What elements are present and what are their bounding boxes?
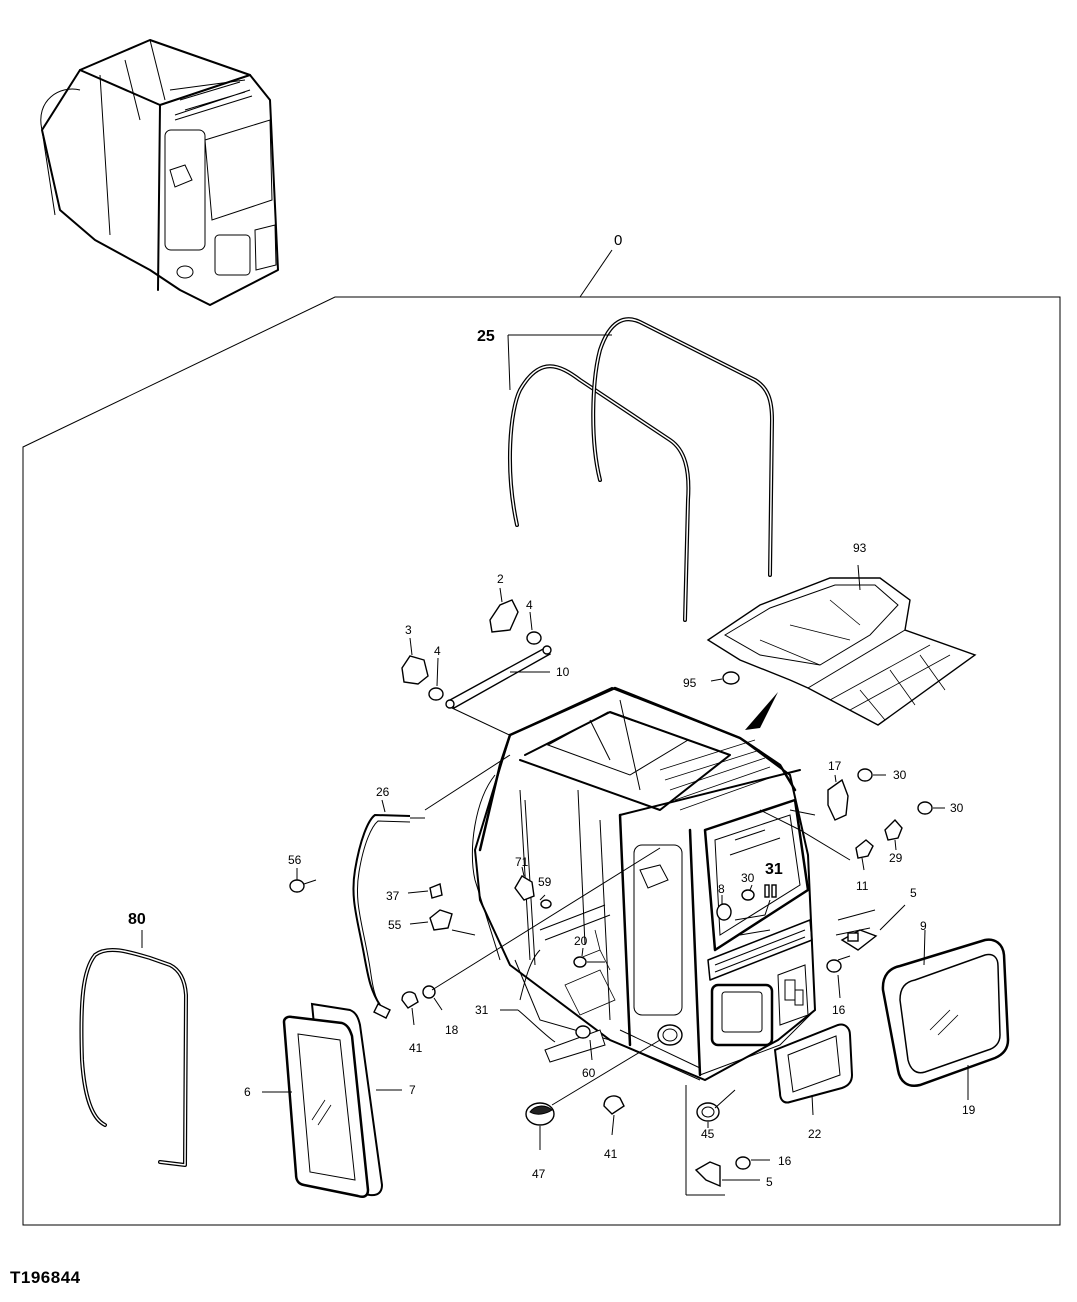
callout-4a: 4 [526, 598, 533, 612]
callout-16b: 16 [778, 1154, 792, 1168]
lower-front-parts: 41 47 [525, 1039, 661, 1181]
door-seals: 25 [477, 317, 774, 622]
diagram-frame [22, 296, 1061, 1226]
callout-29: 29 [889, 851, 903, 865]
left-fasteners: 56 37 55 71 59 20 [288, 853, 605, 968]
callout-16a: 16 [832, 1003, 846, 1017]
rear-window-parts: 8 30 31 [716, 861, 783, 936]
callout-56: 56 [288, 853, 302, 867]
callout-80: 80 [128, 911, 146, 928]
cable-26: 26 [352, 754, 511, 1019]
callout-41a: 41 [409, 1041, 423, 1055]
roof-panel: 93 95 [683, 541, 977, 730]
callout-30c: 30 [741, 871, 755, 885]
callout-59: 59 [538, 875, 552, 889]
callout-17: 17 [828, 759, 842, 773]
callout-4b: 4 [434, 644, 441, 658]
plug-45: 45 [696, 1089, 736, 1141]
callout-22: 22 [808, 1127, 822, 1141]
rear-fasteners: 17 30 30 29 11 [759, 759, 964, 893]
callout-8: 8 [718, 882, 725, 896]
callout-26: 26 [376, 785, 390, 799]
callout-5b: 5 [766, 1175, 773, 1189]
callout-31b: 31 [475, 1003, 489, 1017]
callout-6: 6 [244, 1085, 251, 1099]
callout-20: 20 [574, 934, 588, 948]
callout-55: 55 [388, 918, 402, 932]
callout-5a: 5 [910, 886, 917, 900]
callout-60: 60 [582, 1066, 596, 1080]
door-glass: 6 7 [244, 1002, 416, 1198]
callout-45: 45 [701, 1127, 715, 1141]
callout-95: 95 [683, 676, 697, 690]
callout-30a: 30 [893, 768, 907, 782]
hinge-plates: 5 16 5 16 [685, 886, 917, 1196]
small-rear-glass: 22 [773, 1023, 854, 1141]
callout-9: 9 [920, 919, 927, 933]
callout-71: 71 [515, 855, 529, 869]
rear-side-window: 9 19 [881, 919, 1010, 1117]
seal-80: 80 [79, 911, 188, 1167]
callout-19: 19 [962, 1103, 976, 1117]
callout-47: 47 [532, 1167, 546, 1181]
callout-41b: 41 [604, 1147, 618, 1161]
callout-93: 93 [853, 541, 867, 555]
brackets-and-stay: 2 4 3 4 10 [401, 572, 570, 741]
cab-thumbnail [40, 39, 279, 306]
callout-30b: 30 [950, 801, 964, 815]
callout-2: 2 [497, 572, 504, 586]
callout-11: 11 [856, 879, 869, 893]
callout-37: 37 [386, 889, 400, 903]
figure-id: T196844 [10, 1268, 81, 1287]
left-lower-parts: 41 18 31 60 [401, 847, 661, 1080]
callout-18: 18 [445, 1023, 459, 1037]
cab-body [471, 686, 876, 1082]
callout-25: 25 [477, 328, 495, 345]
callout-0: 0 [614, 232, 622, 249]
callout-31a: 31 [765, 861, 783, 878]
callout-7: 7 [409, 1083, 416, 1097]
callout-10: 10 [556, 665, 570, 679]
callout-3: 3 [405, 623, 412, 637]
